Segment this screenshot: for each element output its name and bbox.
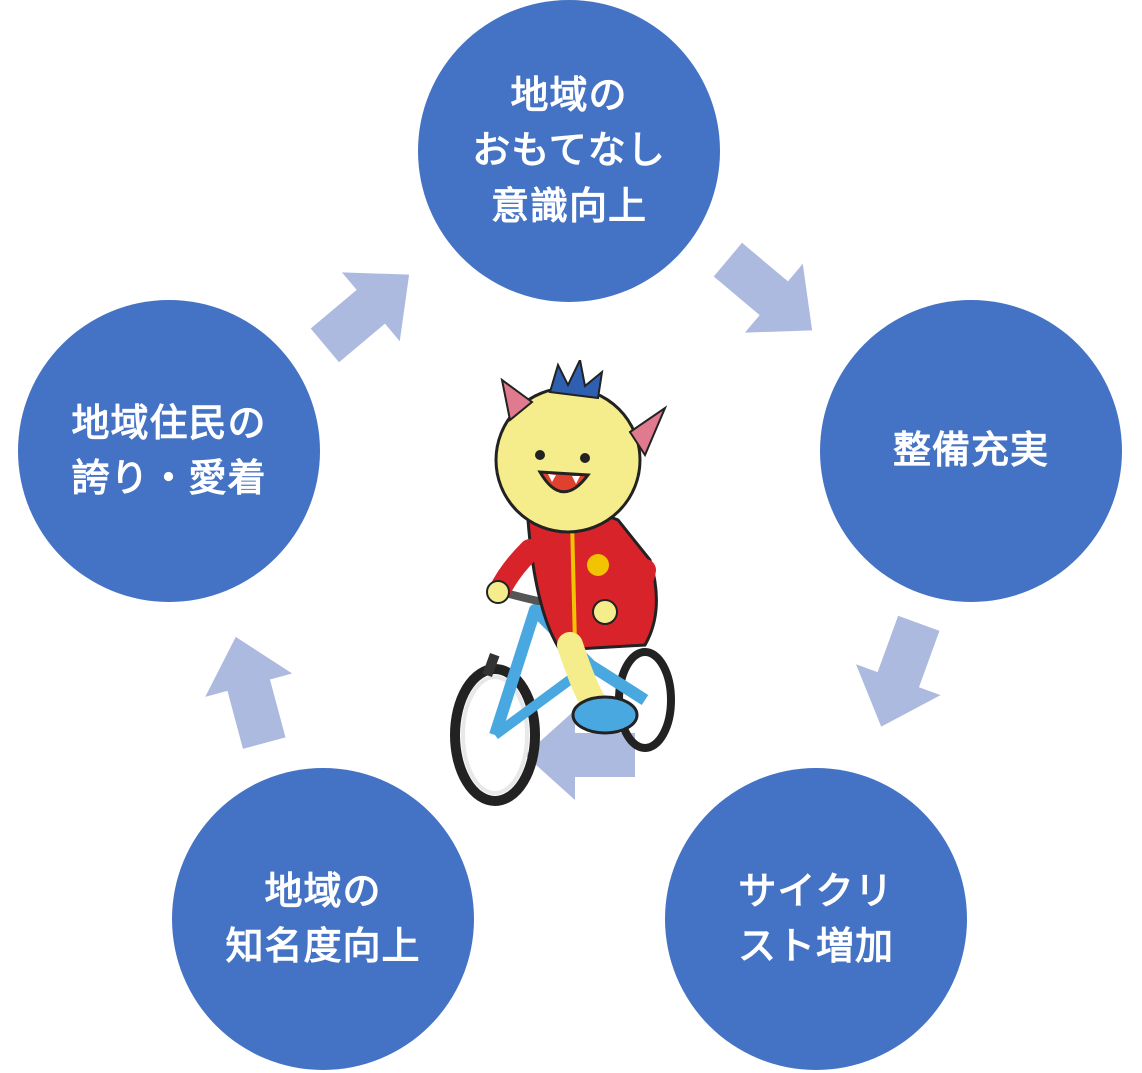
mascot-cycling-icon: [450, 360, 675, 806]
node-pride-line-2: 誇り・愛着: [71, 456, 267, 500]
node-hospitality-line-3: 意識向上: [490, 183, 647, 228]
node-infrastructure-line-1: 整備充実: [892, 428, 1049, 473]
node-hospitality: 地域の おもてなし 意識向上: [418, 0, 720, 302]
node-cyclists-line-2: スト増加: [737, 924, 894, 968]
arrow-infrastructure-to-cyclists: [856, 615, 941, 727]
node-recognition-line-2: 知名度向上: [225, 924, 421, 968]
arrow-pride-to-hospitality: [310, 272, 410, 363]
node-recognition: 地域の 知名度向上: [172, 768, 474, 1070]
node-pride-line-1: 地域住民の: [71, 400, 267, 445]
node-cyclists-line-1: サイクリ: [738, 868, 894, 913]
node-cyclists: サイクリ スト増加: [665, 768, 967, 1070]
arrow-hospitality-to-infrastructure: [713, 242, 813, 333]
arrow-cyclists-to-recognition: [525, 710, 635, 800]
node-hospitality-line-1: 地域の: [510, 73, 628, 118]
node-recognition-line-1: 地域の: [264, 868, 382, 913]
node-pride: 地域住民の 誇り・愛着: [18, 300, 320, 602]
arrow-recognition-to-pride: [205, 636, 293, 749]
node-infrastructure: 整備充実: [820, 300, 1122, 602]
node-hospitality-line-2: おもてなし: [472, 128, 666, 173]
